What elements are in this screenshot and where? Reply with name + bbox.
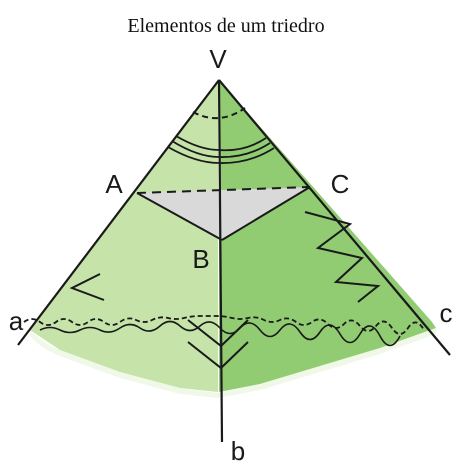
label-edge-c: c — [440, 298, 452, 328]
angle-arc-dashed — [192, 107, 246, 119]
edge-vc — [218, 79, 451, 356]
label-point-a: A — [105, 169, 123, 199]
dihedral-mark-left — [69, 273, 105, 301]
angle-arc-1 — [175, 135, 267, 152]
label-vertex-v: V — [209, 44, 227, 74]
wavy-cut-line — [23, 315, 425, 335]
label-point-b: B — [192, 244, 209, 274]
label-edge-b: b — [231, 436, 245, 463]
face-vbc — [219, 80, 436, 392]
edge-va — [17, 79, 220, 346]
dihedral-mark-right — [304, 211, 381, 303]
segment-bc — [221, 186, 311, 241]
segment-ab — [136, 192, 223, 241]
edge-vb — [217, 79, 224, 443]
face-vab — [30, 80, 219, 392]
angle-arc-2 — [171, 140, 271, 158]
label-point-c: C — [331, 169, 350, 199]
triangle-abc — [137, 187, 310, 240]
label-edge-a: a — [9, 306, 24, 336]
face-bottom-fade — [30, 328, 436, 398]
diagram-title: Elementos de um triedro — [127, 15, 325, 37]
wavy-cut-line-2 — [39, 320, 401, 347]
angle-arc-3 — [167, 146, 275, 164]
dihedral-mark-b2 — [187, 341, 249, 370]
